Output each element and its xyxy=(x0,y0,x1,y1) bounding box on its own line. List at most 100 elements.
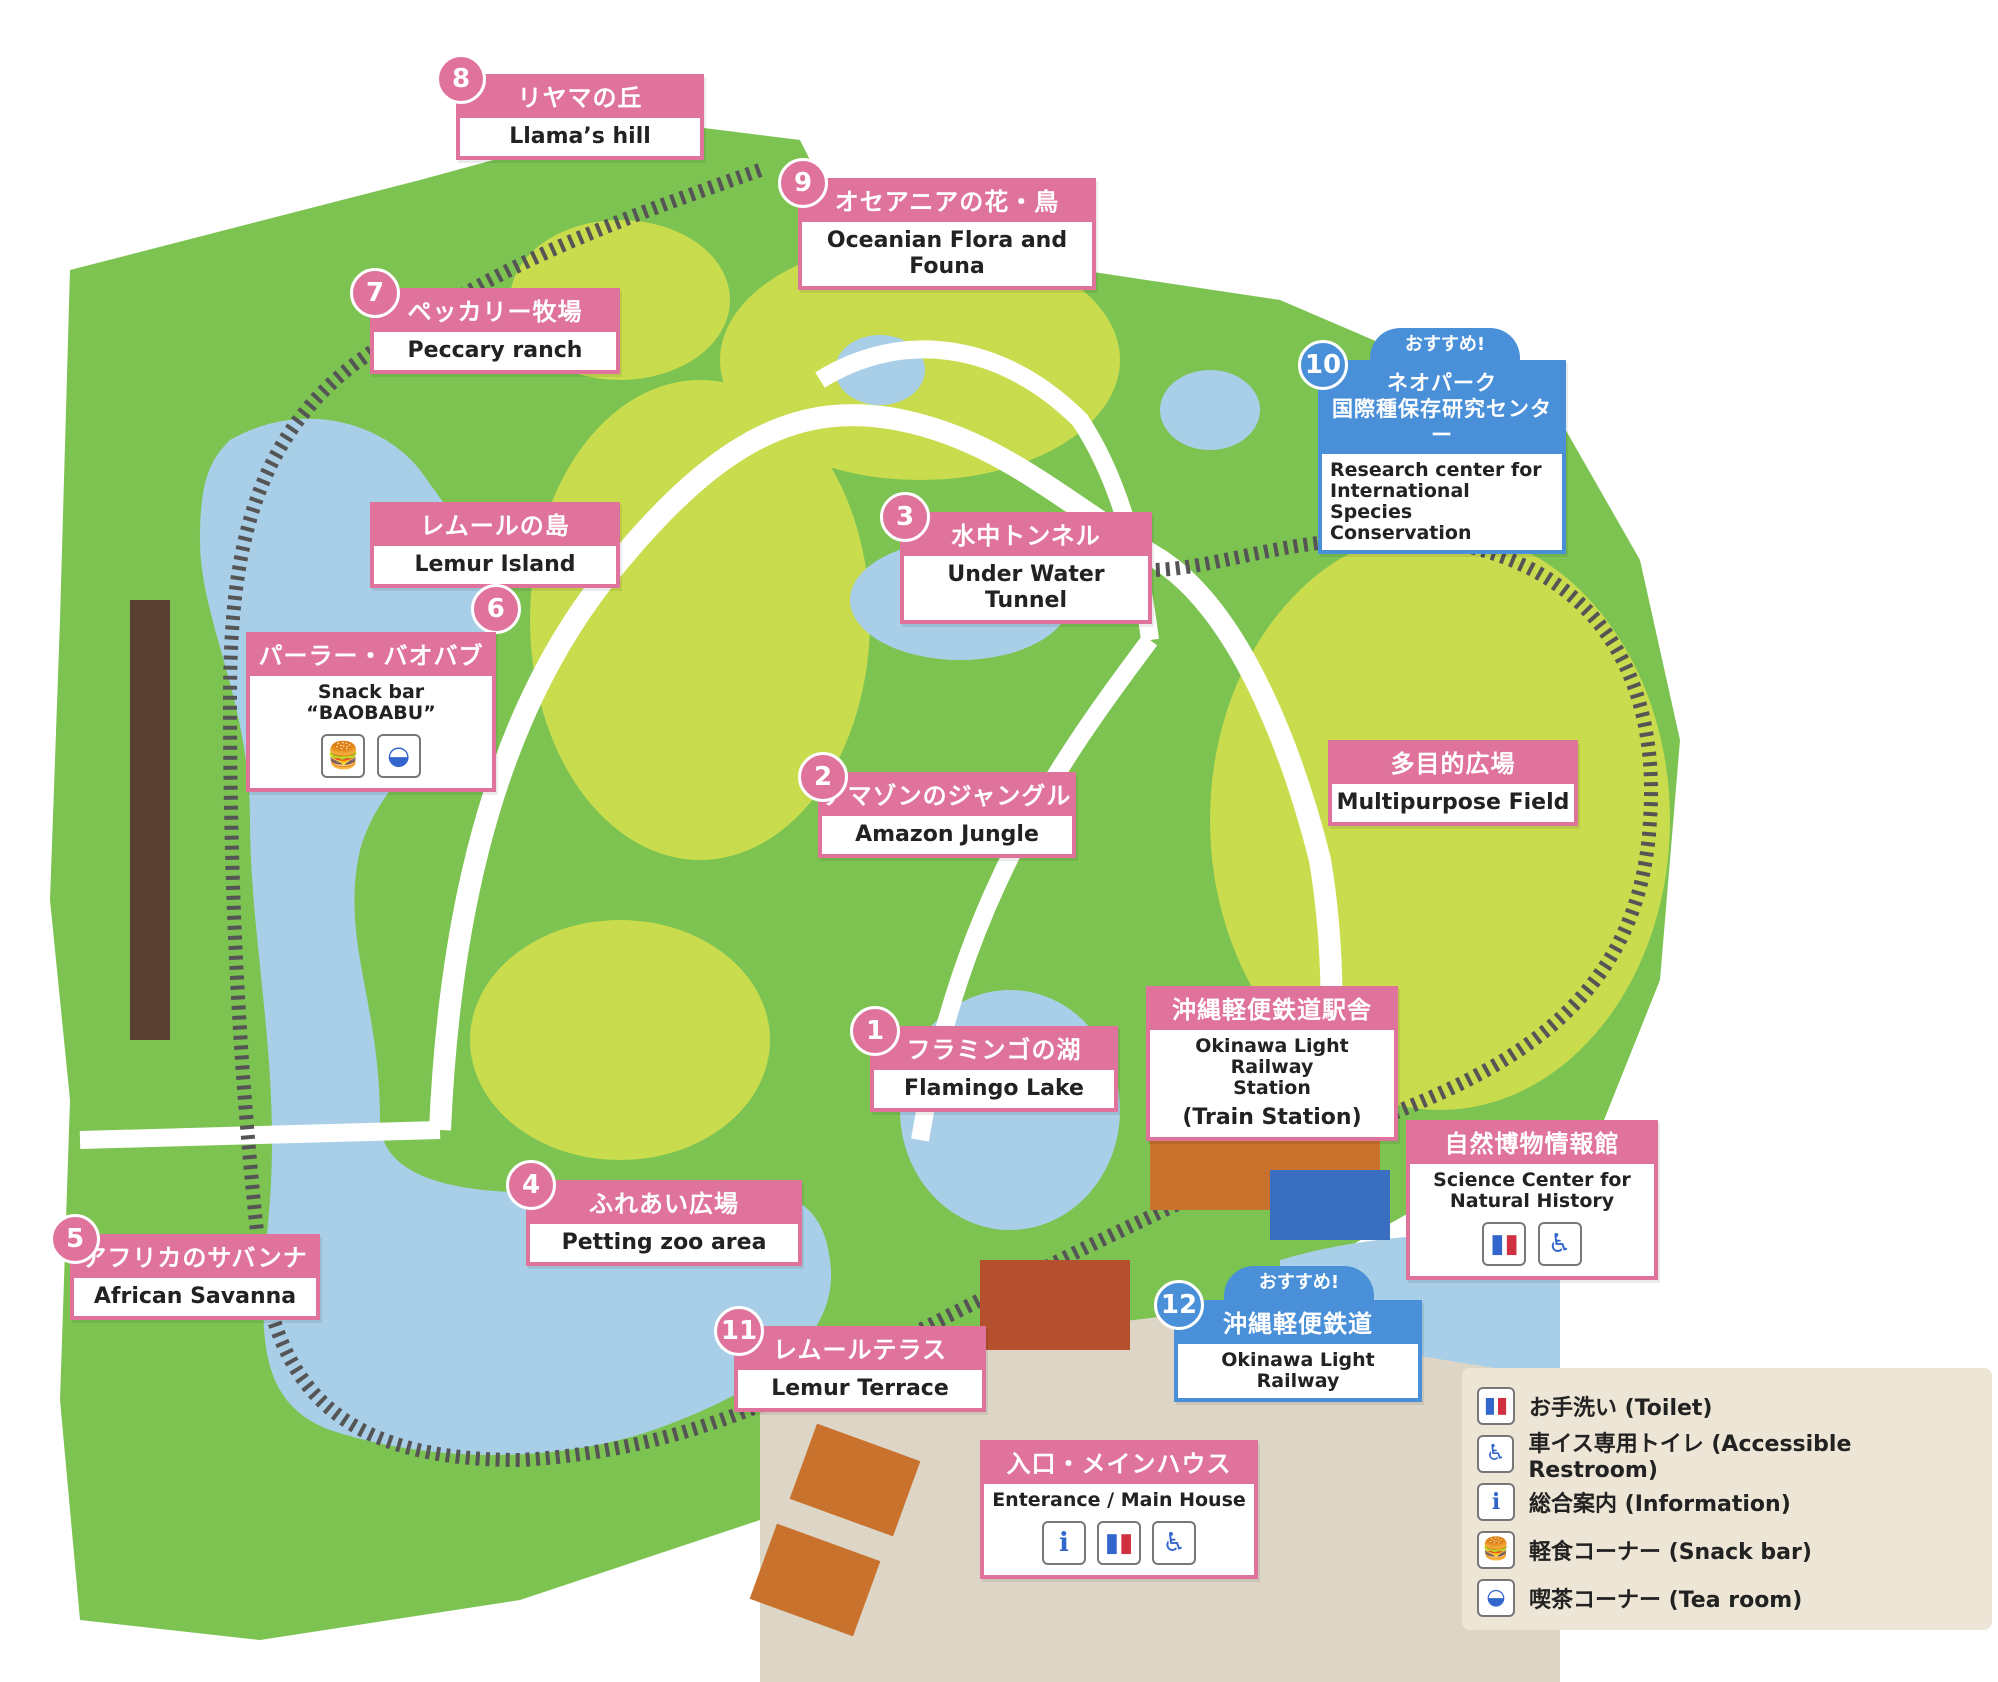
label-en: Okinawa Light Railway xyxy=(1221,1349,1375,1392)
label-jp: ネオパーク 国際種保存研究センター xyxy=(1322,364,1562,454)
label-number: 2 xyxy=(798,752,848,802)
label-jp: リヤマの丘 xyxy=(460,78,700,118)
toilet-icon: ▮▮ xyxy=(1482,1222,1527,1266)
legend-row: ♿ 車イス専用トイレ (Accessible Restroom) xyxy=(1474,1430,1980,1483)
legend-row: ▮▮ お手洗い (Toilet) xyxy=(1474,1382,1980,1430)
label-number: 9 xyxy=(778,158,828,208)
label-jp: 沖縄軽便鉄道 xyxy=(1178,1304,1418,1344)
accessible-icon: ♿ xyxy=(1477,1435,1515,1473)
label-number: 1 xyxy=(850,1006,900,1056)
map-legend: ▮▮ お手洗い (Toilet) ♿ 車イス専用トイレ (Accessible … xyxy=(1462,1368,1992,1630)
label-jp: 入口・メインハウス xyxy=(984,1444,1254,1484)
label-number: 12 xyxy=(1154,1280,1204,1330)
label-en: Petting zoo area xyxy=(561,1230,767,1255)
label-number: 11 xyxy=(714,1306,764,1356)
label-peccary-ranch[interactable]: 7 ペッカリー牧場 Peccary ranch xyxy=(350,268,620,374)
label-number: 4 xyxy=(506,1160,556,1210)
label-en: Research center for International Specie… xyxy=(1330,459,1542,544)
field-amazon xyxy=(530,380,870,860)
label-en: Under Water Tunnel xyxy=(947,562,1105,613)
label-snack-bar[interactable]: パーラー・バオバブ Snack bar “BAOBABU” 🍔 ◒ xyxy=(246,632,496,792)
label-amazon-jungle[interactable]: 2 アマゾンのジャングル Amazon Jungle xyxy=(798,752,1076,858)
label-under-water-tunnel[interactable]: 3 水中トンネル Under Water Tunnel xyxy=(880,492,1152,624)
information-icon: i xyxy=(1041,1521,1086,1565)
label-number: 7 xyxy=(350,268,400,318)
label-en: Science Center for Natural History xyxy=(1433,1169,1631,1212)
label-petting-zoo[interactable]: 4 ふれあい広場 Petting zoo area xyxy=(506,1160,802,1266)
label-jp: オセアニアの花・鳥 xyxy=(802,182,1092,222)
label-en-sub: (Train Station) xyxy=(1182,1105,1362,1130)
legend-text: 車イス専用トイレ (Accessible Restroom) xyxy=(1528,1431,1852,1483)
building-roof-1 xyxy=(789,1423,921,1537)
label-jp: ふれあい広場 xyxy=(530,1184,798,1224)
label-en: Multipurpose Field xyxy=(1336,790,1570,815)
label-jp: アマゾンのジャングル xyxy=(822,776,1072,816)
label-flamingo-lake[interactable]: 1 フラミンゴの湖 Flamingo Lake xyxy=(850,1006,1118,1112)
label-african-savanna[interactable]: 5 アフリカのサバンナ African Savanna xyxy=(50,1214,320,1320)
label-jp: 水中トンネル xyxy=(904,516,1148,556)
label-en: Llama’s hill xyxy=(509,124,651,149)
label-en: Enterance / Main House xyxy=(992,1489,1246,1511)
footpath xyxy=(429,404,1343,1182)
label-science-center[interactable]: 自然博物情報館 Science Center for Natural Histo… xyxy=(1406,1120,1658,1280)
label-jp: 沖縄軽便鉄道駅舎 xyxy=(1150,990,1394,1030)
label-jp: レムールの島 xyxy=(374,506,616,546)
label-jp: ペッカリー牧場 xyxy=(374,292,616,332)
label-lemur-terrace[interactable]: 11 レムールテラス Lemur Terrace xyxy=(714,1306,986,1412)
label-jp: 自然博物情報館 xyxy=(1410,1124,1654,1164)
facility-icons: 🍔 ◒ xyxy=(250,730,492,788)
label-en: Flamingo Lake xyxy=(904,1076,1084,1101)
facility-icons: ▮▮ ♿ xyxy=(1410,1218,1654,1276)
label-jp: パーラー・バオバブ xyxy=(250,636,492,676)
snack-icon: 🍔 xyxy=(1477,1531,1515,1569)
label-lemur-island[interactable]: レムールの島 Lemur Island 6 xyxy=(370,502,620,634)
snack-icon: 🍔 xyxy=(321,734,366,778)
building-entrance xyxy=(980,1260,1130,1350)
label-en: Okinawa Light Railway Station xyxy=(1195,1035,1349,1099)
label-number: 10 xyxy=(1298,340,1348,390)
toilet-icon: ▮▮ xyxy=(1097,1521,1141,1565)
label-en: Oceanian Flora and Founa xyxy=(826,228,1068,279)
railway-track xyxy=(222,163,1658,1468)
label-en: Lemur Terrace xyxy=(771,1376,949,1401)
label-oceanian-flora[interactable]: 9 オセアニアの花・鳥 Oceanian Flora and Founa xyxy=(778,158,1096,290)
field-petting xyxy=(470,920,770,1160)
tea-icon: ◒ xyxy=(376,734,421,778)
accessible-icon: ♿ xyxy=(1537,1222,1582,1266)
legend-text: 喫茶コーナー (Tea room) xyxy=(1529,1588,1803,1613)
label-en: African Savanna xyxy=(93,1284,297,1309)
building-roof-2 xyxy=(749,1523,881,1637)
label-multipurpose-field[interactable]: 多目的広場 Multipurpose Field xyxy=(1328,740,1578,826)
label-okinawa-light-railway[interactable]: 12 沖縄軽便鉄道 Okinawa Light Railway xyxy=(1154,1280,1422,1402)
label-number: 8 xyxy=(436,54,486,104)
train xyxy=(130,600,170,1040)
toilet-icon: ▮▮ xyxy=(1477,1387,1515,1425)
information-icon: i xyxy=(1477,1483,1515,1521)
label-number: 3 xyxy=(880,492,930,542)
legend-text: お手洗い (Toilet) xyxy=(1529,1396,1713,1421)
label-en: Lemur Island xyxy=(414,552,576,577)
label-entrance[interactable]: 入口・メインハウス Enterance / Main House i ▮▮ ♿ xyxy=(980,1440,1258,1579)
legend-text: 総合案内 (Information) xyxy=(1529,1492,1791,1517)
building-science xyxy=(1270,1170,1390,1240)
tea-icon: ◒ xyxy=(1477,1579,1515,1617)
legend-row: i 総合案内 (Information) xyxy=(1474,1478,1980,1526)
label-train-station[interactable]: 沖縄軽便鉄道駅舎 Okinawa Light Railway Station (… xyxy=(1146,986,1398,1141)
legend-row: 🍔 軽食コーナー (Snack bar) xyxy=(1474,1526,1980,1574)
label-number: 6 xyxy=(470,584,521,634)
recommended-badge: おすすめ! xyxy=(1224,1266,1374,1300)
label-en: Amazon Jungle xyxy=(855,822,1039,847)
label-llamas-hill[interactable]: 8 リヤマの丘 Llama’s hill xyxy=(436,54,704,160)
label-jp: 多目的広場 xyxy=(1332,744,1574,784)
label-jp: フラミンゴの湖 xyxy=(874,1030,1114,1070)
facility-icons: i ▮▮ ♿ xyxy=(984,1517,1254,1575)
label-en: Peccary ranch xyxy=(407,338,583,363)
label-en: Snack bar “BAOBABU” xyxy=(306,681,436,724)
legend-text: 軽食コーナー (Snack bar) xyxy=(1529,1540,1812,1565)
label-jp: レムールテラス xyxy=(738,1330,982,1370)
pond-research xyxy=(1160,370,1260,450)
recommended-badge: おすすめ! xyxy=(1370,328,1520,362)
label-number: 5 xyxy=(50,1214,100,1264)
accessible-icon: ♿ xyxy=(1152,1521,1197,1565)
label-research-center[interactable]: 10 ネオパーク 国際種保存研究センター Research center for… xyxy=(1298,340,1566,554)
